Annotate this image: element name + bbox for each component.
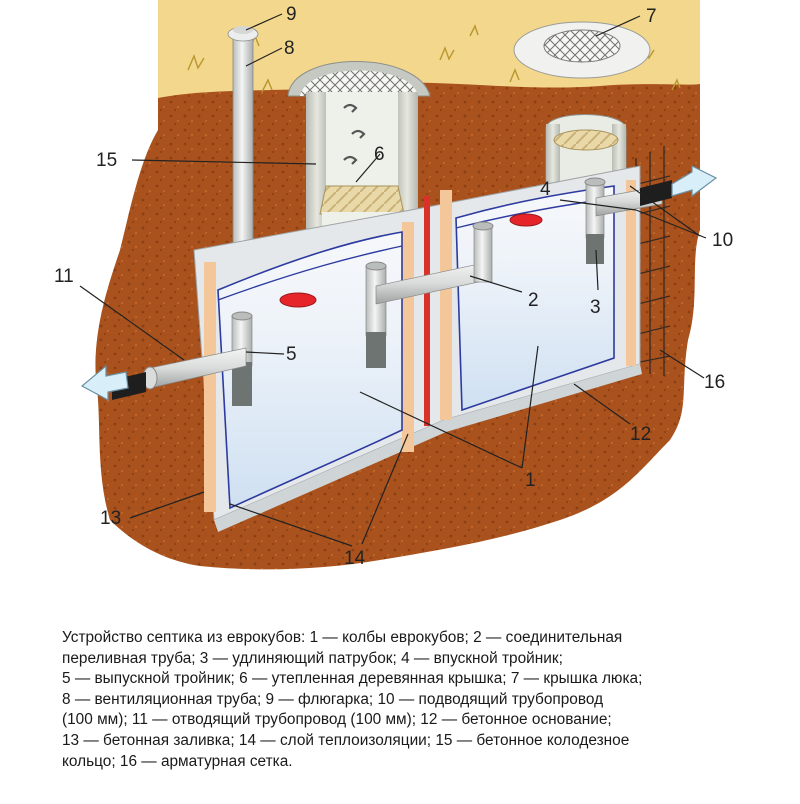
label-5: 5 <box>286 344 297 365</box>
label-3: 3 <box>590 297 601 318</box>
manhole-cover <box>513 21 651 190</box>
caption-line: переливная труба; 3 — удлиняющий патрубо… <box>62 649 563 667</box>
red-cap <box>279 292 317 308</box>
wooden-lid <box>319 185 405 215</box>
eurocube-left <box>217 231 403 510</box>
label-6: 6 <box>374 144 385 165</box>
caption-line: Устройство септика из еврокубов: 1 — кол… <box>62 629 623 646</box>
label-9: 9 <box>286 4 297 25</box>
label-8: 8 <box>284 38 295 59</box>
caption-line: кольцо; 16 — арматурная сетка. <box>62 752 293 770</box>
figure-caption: Устройство септика из еврокубов: 1 — кол… <box>62 628 762 772</box>
label-15: 15 <box>96 150 117 171</box>
label-11: 11 <box>54 266 74 287</box>
septic-diagram: 1 2 3 4 5 6 7 8 9 10 11 12 13 14 15 16 <box>54 0 733 570</box>
caption-line: 5 — выпускной тройник; 6 — утепленная де… <box>62 670 643 688</box>
caption-line: 8 — вентиляционная труба; 9 — флюгарка; … <box>62 690 604 708</box>
label-16: 16 <box>704 372 725 393</box>
label-4: 4 <box>540 179 551 200</box>
callout-labels: 1 2 3 4 5 6 7 8 9 10 11 12 13 14 15 16 <box>54 4 733 569</box>
ventilation-pipe <box>227 26 259 271</box>
red-cap <box>509 213 543 227</box>
label-10: 10 <box>712 230 733 251</box>
label-14: 14 <box>344 548 366 569</box>
overflow-pipe <box>365 221 494 368</box>
eurocube-right <box>455 185 615 412</box>
label-12: 12 <box>630 424 651 445</box>
label-7: 7 <box>646 6 657 27</box>
label-13: 13 <box>100 508 121 529</box>
inlet-flow-arrow <box>671 165 718 198</box>
label-2: 2 <box>528 290 539 311</box>
leader-lines <box>79 13 707 547</box>
label-1: 1 <box>525 470 536 491</box>
caption-line: 13 — бетонная заливка; 14 — слой теплоиз… <box>62 731 630 749</box>
outlet-flow-arrow <box>80 364 129 402</box>
caption-line: (100 мм); 11 — отводящий трубопровод (10… <box>62 711 612 729</box>
